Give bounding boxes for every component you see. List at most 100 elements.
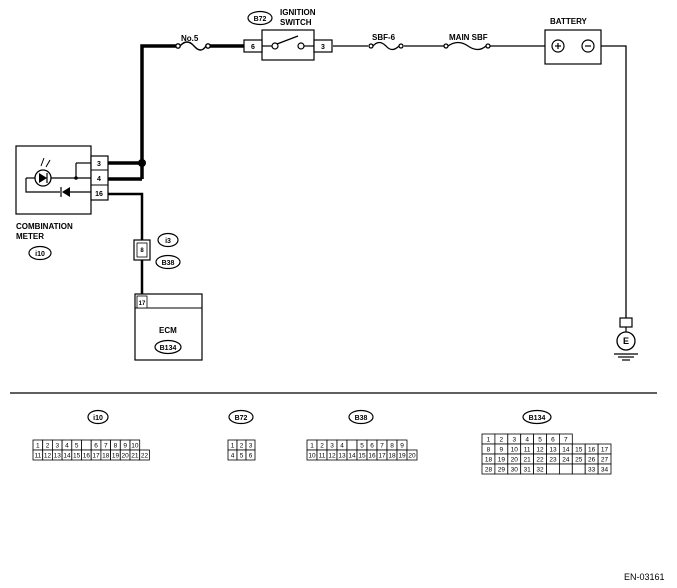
connector-b134-pin: 27: [601, 457, 609, 464]
connector-b134-pin: 13: [549, 447, 557, 454]
svg-text:6: 6: [251, 44, 255, 51]
connector-b134-cell: [571, 463, 586, 475]
connector-i10-pin: 3: [55, 443, 59, 450]
connector-i10-pin: 8: [114, 443, 118, 450]
main-sbf-fuse: [443, 41, 491, 51]
ground-symbol: [614, 317, 638, 361]
connector-b134-pin: 17: [601, 447, 609, 454]
junction-bottom-code: B38: [162, 260, 175, 267]
connector-b38-oval: [348, 409, 374, 425]
connector-i10-pin: 20: [122, 453, 130, 460]
connector-b134-pin: 20: [511, 457, 519, 464]
connector-b72-pin: 4: [231, 453, 235, 460]
connector-b72-pin: 1: [231, 443, 235, 450]
connector-i10-cell: [139, 449, 150, 461]
connector-i10-pin: 7: [104, 443, 108, 450]
connector-b38-pin: 2: [320, 443, 324, 450]
connector-b38-pin: 13: [338, 453, 346, 460]
connector-b134-pin: 24: [562, 457, 570, 464]
meter-pin-a: 3: [97, 161, 101, 168]
connector-i10-pin: 2: [46, 443, 50, 450]
connector-i10-pin: 19: [112, 453, 120, 460]
connector-i10-pin: 21: [131, 453, 139, 460]
combination-meter-label-2: METER: [16, 232, 44, 241]
fuse-no5: [175, 41, 211, 51]
connector-i10-pin: 4: [65, 443, 69, 450]
ecm-label: ECM: [159, 326, 177, 335]
connector-b38-pin: 17: [378, 453, 386, 460]
connector-i10-pin: 18: [102, 453, 110, 460]
connector-b38-pin: 6: [370, 443, 374, 450]
connector-b38-pin: 16: [368, 453, 376, 460]
connector-b38-pin: 10: [308, 453, 316, 460]
connector-b72-oval: [228, 409, 254, 425]
connector-i10-pin: 22: [141, 453, 149, 460]
ecm-pin: 17: [139, 301, 146, 307]
connector-i10-pin: 10: [131, 443, 139, 450]
battery: [544, 29, 602, 65]
connector-b72-pin: 6: [249, 453, 253, 460]
connector-b38-pin: 8: [390, 443, 394, 450]
connector-b72-cell: [245, 449, 256, 461]
connector-b134-pin: 33: [588, 467, 596, 474]
connector-b38-title: B38: [355, 415, 368, 422]
connector-b134-pin: 26: [588, 457, 596, 464]
meter-pin-b: 4: [97, 176, 101, 183]
connector-b38-pin: 14: [348, 453, 356, 460]
connector-b38-pin: 4: [340, 443, 344, 450]
connector-b134-cell: [546, 463, 560, 475]
connector-b134-title: B134: [529, 415, 546, 422]
connector-i10-pin: 5: [75, 443, 79, 450]
combination-meter-code-oval: [28, 245, 52, 261]
switch-pin-in: 6: [243, 39, 263, 53]
junction-bottom-oval: [155, 254, 181, 270]
connector-i10-pin: 6: [94, 443, 98, 450]
connector-b38-pin: 18: [388, 453, 396, 460]
connector-b134-pin: 9: [500, 447, 504, 454]
connector-b134-pin: 2: [500, 437, 504, 444]
connector-b134-pin: 16: [588, 447, 596, 454]
connector-b38-pin: 7: [380, 443, 384, 450]
splice-point: [138, 159, 146, 167]
ignition-switch-code-oval: [247, 10, 273, 26]
junction-pin: 8: [140, 248, 144, 254]
connector-b134-pin: 14: [562, 447, 570, 454]
connector-i10-pin: 17: [92, 453, 100, 460]
connector-b38-cell: [346, 439, 358, 451]
connector-b72-title: B72: [235, 415, 248, 422]
ignition-switch-label-1: IGNITION: [280, 8, 316, 17]
connector-b38-pin: 12: [328, 453, 336, 460]
connector-b134-pin: 7: [564, 437, 568, 444]
connector-b38-cell: [406, 449, 418, 461]
connector-b38-pin: 15: [358, 453, 366, 460]
connector-b134-pin: 10: [511, 447, 519, 454]
connector-b134-pin: 34: [601, 467, 609, 474]
connector-b134-pin: 28: [485, 467, 493, 474]
connector-b134-pin: 23: [549, 457, 557, 464]
connector-b38-pin: 5: [360, 443, 364, 450]
ground-label: E: [623, 336, 629, 346]
connector-b134-pin: 8: [487, 447, 491, 454]
connector-b38-pin: 9: [400, 443, 404, 450]
sbf6-fuse: [368, 41, 404, 51]
ignition-switch-label-2: SWITCH: [280, 18, 312, 27]
junction-top-oval: [157, 232, 179, 248]
battery-label: BATTERY: [550, 17, 588, 26]
combination-meter-code: i10: [35, 251, 45, 258]
connector-b134-pin: 25: [575, 457, 583, 464]
connector-b134-oval: [522, 409, 552, 425]
connector-i10-pin: 15: [73, 453, 81, 460]
meter-pin-c: 16: [95, 191, 103, 198]
connector-i10-pin: 14: [63, 453, 71, 460]
connector-b134-pin: 18: [485, 457, 493, 464]
connector-b134-pin: 29: [498, 467, 506, 474]
junction-top-code: i3: [165, 238, 171, 245]
sbf6-label: SBF-6: [372, 33, 396, 42]
connector-b134-pin: 5: [538, 437, 542, 444]
ecm: [134, 293, 203, 361]
connector-b134-pin: 11: [524, 447, 531, 454]
connector-i10-title: i10: [93, 415, 103, 422]
